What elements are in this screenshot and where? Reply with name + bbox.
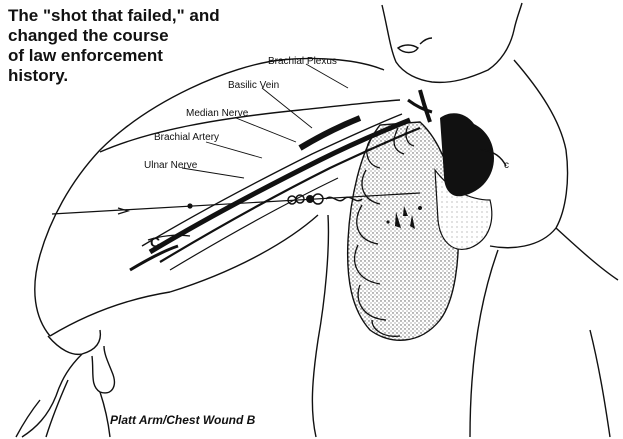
label-brachial-plexus: Brachial Plexus <box>268 56 337 67</box>
label-brachial-artery: Brachial Artery <box>154 132 219 143</box>
torso-outline <box>35 58 618 437</box>
headline: The "shot that failed," and changed the … <box>8 6 278 86</box>
label-ulnar-nerve: Ulnar Nerve <box>144 160 198 171</box>
head-outline <box>382 3 522 82</box>
marker-chest: c <box>504 160 509 171</box>
headline-line-4: history. <box>8 66 278 86</box>
label-median-nerve: Median Nerve <box>186 108 249 119</box>
headline-line-3: of law enforcement <box>8 46 278 66</box>
headline-line-2: changed the course <box>8 26 278 46</box>
hand-outline <box>16 330 114 437</box>
headline-line-1: The "shot that failed," and <box>8 6 278 26</box>
marker-arm: C <box>150 234 160 250</box>
figure-caption: Platt Arm/Chest Wound B <box>110 413 255 427</box>
